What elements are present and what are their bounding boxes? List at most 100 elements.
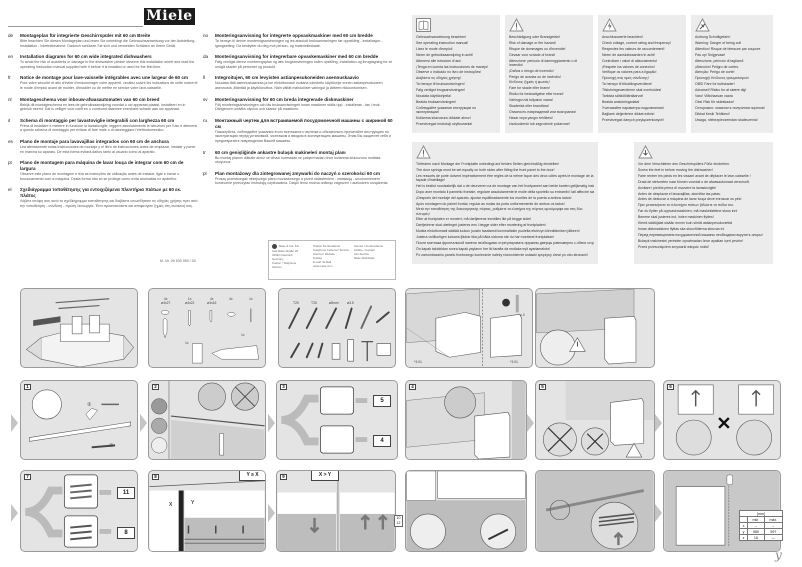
miele-emblem-icon	[272, 244, 277, 249]
lang-body: Bu montaj planını dikkate alınız ve ciha…	[215, 155, 381, 165]
step-1-illustration	[28, 389, 131, 449]
lang-body: Ta hensyn til denne monteringsanvisninge…	[215, 39, 383, 48]
step-number: 3	[280, 384, 287, 390]
step-6-illustration	[675, 384, 774, 456]
lang-body: Observe este plano de montagem e leia as…	[20, 172, 180, 181]
lang-title: Plan montażowy dla zintegrowanej zmywark…	[215, 170, 380, 176]
flow-chevron	[655, 414, 662, 432]
lang-title: Monteringsanvisning for integrerbare opv…	[215, 54, 379, 60]
site-check-illustration	[536, 289, 637, 366]
lang-body: Bekijk dit montageschema en lees de gebr…	[20, 102, 186, 112]
step-number: 1	[24, 384, 31, 390]
panel-step-10: 10	[405, 470, 527, 552]
step-9-illustration	[277, 480, 395, 551]
condition-badge: Y ≥ X	[239, 471, 265, 481]
panel-step-4: 4	[405, 380, 527, 460]
step-5-illustration	[543, 381, 654, 458]
flow-chevron	[268, 504, 275, 522]
goto-step-5[interactable]: 5	[373, 395, 391, 407]
step-number: 9	[280, 474, 287, 480]
condition-badge: X > Y	[311, 471, 339, 481]
step-number: 5	[539, 384, 546, 390]
warning-card-manual: Gebrauchsanweisung beachten! See operati…	[412, 15, 500, 133]
step-7-illustration	[25, 474, 112, 548]
cut-hazard-icon	[695, 18, 710, 32]
tipping-warning-icon	[638, 145, 653, 159]
step-number: 6	[667, 384, 674, 390]
goto-step-8[interactable]: 8	[117, 527, 135, 539]
header-rule	[8, 26, 143, 27]
lang-body: Noudata tätä asennuskaaviota ja lue ehdo…	[215, 81, 383, 90]
lang-body: Λάβετε υπόψη σας αυτό το σχεδιάγραμμα το…	[20, 199, 198, 208]
step-number: 7	[24, 474, 31, 480]
lang-title: Integroitujen, 60 cm levyisten astianpes…	[215, 75, 359, 81]
warning-card-door-springs: Türfedern nach Montage der Frontplatte u…	[412, 142, 598, 264]
lang-body: Bitte beachten Sie diesen Montageplan un…	[20, 39, 197, 48]
step-number: 2	[152, 384, 159, 390]
lang-title: Plano de montaje para lavavajillas integ…	[20, 138, 169, 144]
panel-step-5: 5	[535, 380, 655, 460]
flow-chevron	[11, 504, 18, 522]
lang-title: Монтажный чертеж для встраиваемой посудо…	[215, 117, 393, 129]
step-3-illustration	[281, 386, 368, 454]
lang-title: Notice de montage pour lave-vaisselle in…	[20, 75, 188, 81]
lang-title: Σχεδιάγραμμα τοποθέτησης για εντοιχιζόμε…	[20, 187, 182, 199]
lang-title: 60 cm genişliğinde ankastre bulaşık maki…	[215, 149, 346, 155]
step-4-illustration	[406, 381, 526, 459]
step-2-illustration	[151, 381, 265, 459]
goto-step-4[interactable]: 4	[373, 435, 391, 447]
lang-body: Följ monteringsanvisningen och läs bruks…	[215, 102, 381, 112]
address-col-3: Service / Kundendienst Hotline / Contact…	[354, 244, 383, 260]
panel-step-1: 1 ② ①	[20, 380, 138, 460]
panel-step-7: 7 11 8	[20, 470, 138, 552]
panel-step-11: 11	[535, 470, 655, 552]
warning-card-fire: Beschädigung oder Brandgefahr! Risk of d…	[505, 15, 593, 133]
panel-step-8: 8 Y ≥ X X Y	[148, 470, 266, 552]
parts-illustration	[160, 308, 259, 364]
warning-card-screw-feet: Vor dem Verschieben des Geschirrspülers …	[634, 142, 773, 264]
address-col-1: Miele & Cie. KG Carl-Miele-Straße 29 333…	[272, 244, 299, 269]
lang-title: Installation diagrams for 60 cm wide int…	[20, 54, 152, 60]
unpacking-illustration	[25, 298, 134, 367]
lang-body: Følg venligst denne monteringsplan og læ…	[215, 60, 392, 69]
step-10-illustration	[406, 471, 526, 551]
lang-title: Schema di montaggio per lavastoviglie in…	[20, 117, 175, 123]
warning-card-electrical: Anschlusswerte beachten! Check voltage, …	[598, 15, 686, 133]
dimensions-illustration	[406, 289, 522, 367]
flow-chevron	[11, 414, 18, 432]
panel-tools: T20 T25 ø8mm ø3.5	[278, 288, 396, 368]
panel-step-6: 6	[663, 380, 781, 460]
tools-illustration	[288, 305, 391, 362]
panel-step-2: 2	[148, 380, 266, 460]
lang-body: Proszę przestrzegać niniejszego planu mo…	[215, 176, 389, 186]
article-number: M.-Nr. 09 530 950 / 00	[160, 259, 196, 263]
step-8-illustration	[149, 480, 265, 551]
goto-step-11[interactable]: 11	[117, 487, 135, 499]
warning-card-cut: Achtung Schnittgefahr! Warning: Danger o…	[691, 15, 773, 133]
lang-body: Пожалуйста, соблюдайте указания этого мо…	[215, 129, 391, 143]
brand-logo: Miele	[144, 8, 195, 25]
lang-title: Monteringsanvisning för 60 cm breda inte…	[215, 96, 354, 102]
panel-unpacking	[20, 288, 138, 368]
panel-step-9: 9 X > Y	[276, 470, 396, 552]
lang-title: Plano de montagem para máquina de lavar …	[20, 160, 184, 172]
flow-chevron	[655, 504, 662, 522]
lang-title: Montageplan für integrierte Geschirrspül…	[20, 33, 151, 38]
lang-body: To avoid the risk of accidents or damage…	[20, 60, 195, 69]
flow-chevron	[268, 414, 275, 432]
lang-body: Pour votre sécurité et afin d'éviter d'e…	[20, 81, 198, 90]
lang-title: Montageschema voor inbouw-afwasautomaten…	[20, 96, 160, 102]
